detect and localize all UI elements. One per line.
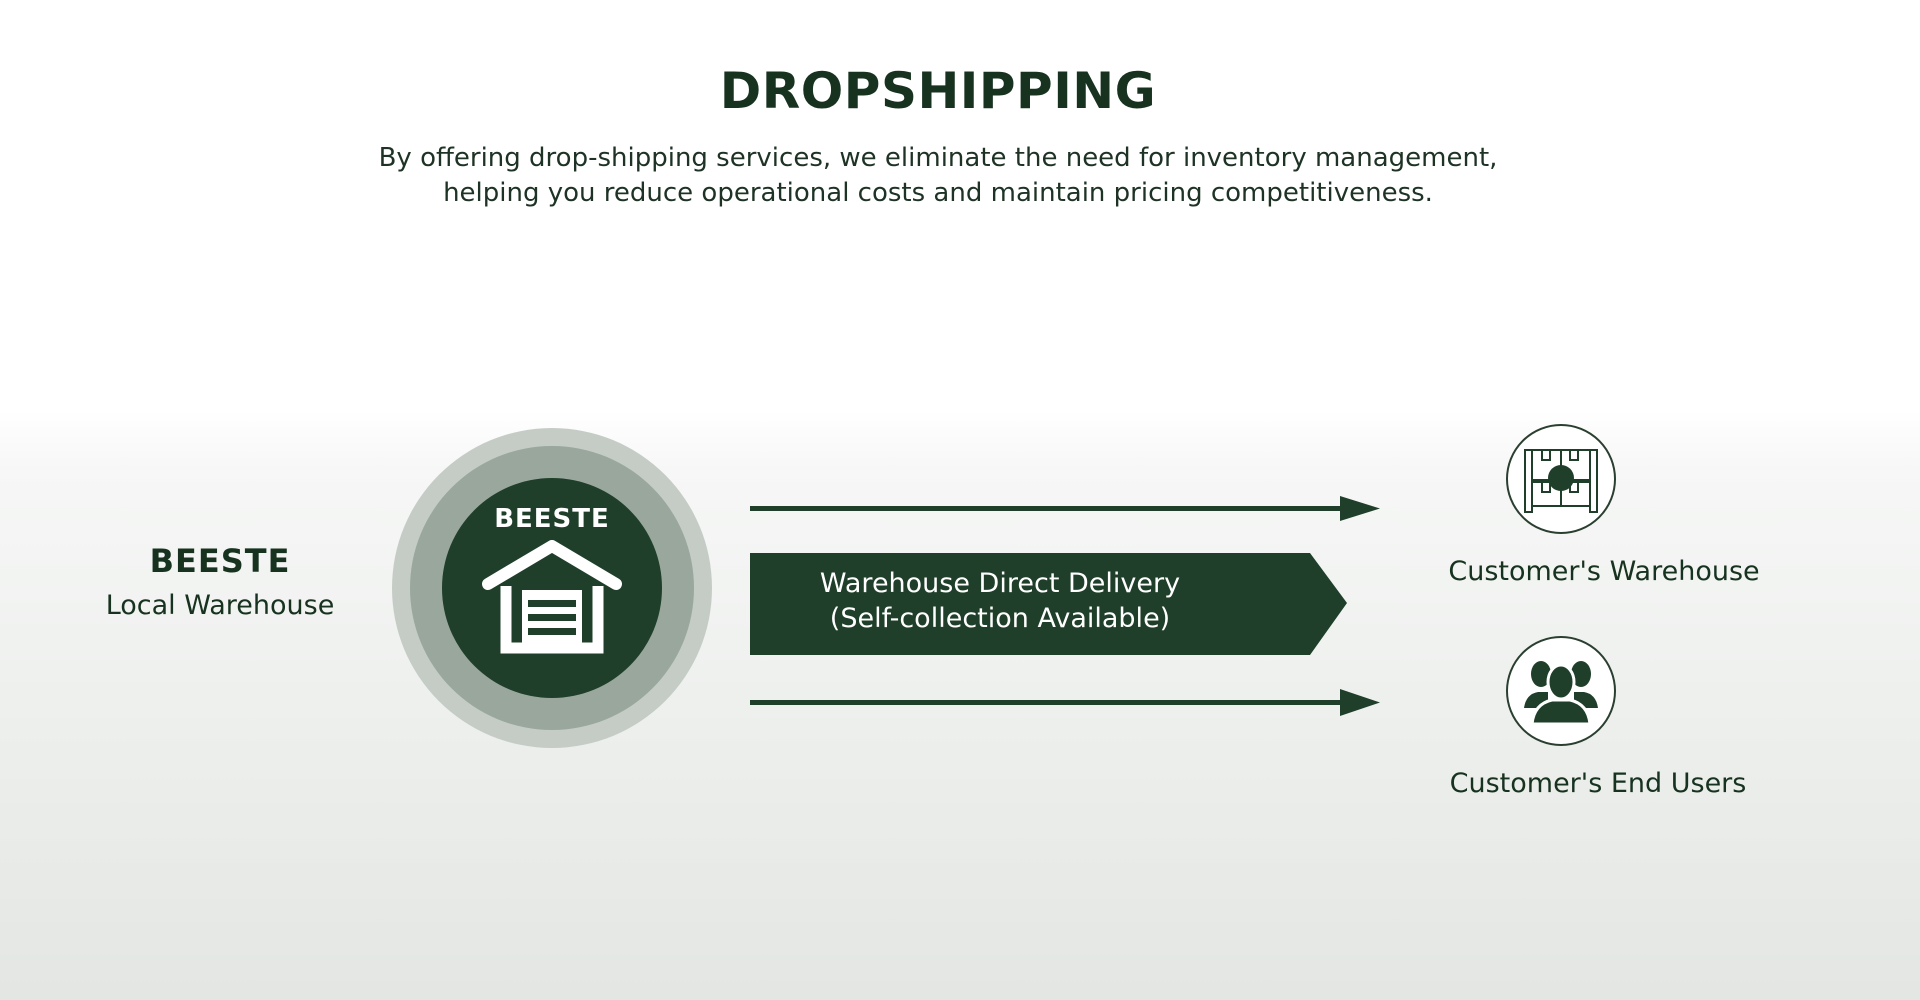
destination-label-end-users: Customer's End Users	[1449, 768, 1747, 799]
warehouse-garage-icon	[482, 540, 622, 654]
hub-core	[442, 478, 662, 698]
delivery-line-1: Warehouse Direct Delivery	[819, 568, 1181, 599]
page-title: DROPSHIPPING	[719, 62, 1157, 120]
delivery-banner-text: Warehouse Direct Delivery (Self-collecti…	[750, 566, 1250, 636]
source-label: Local Warehouse	[105, 590, 335, 621]
delivery-banner	[750, 553, 1347, 655]
delivery-line-2: (Self-collection Available)	[829, 603, 1171, 634]
destination-label-warehouse: Customer's Warehouse	[1448, 556, 1760, 587]
arrow-to-end-users	[750, 689, 1380, 716]
arrow-to-customer-warehouse	[750, 496, 1380, 521]
subtitle-line-2: helping you reduce operational costs and…	[443, 178, 1433, 208]
source-brand: BEESTE	[149, 542, 291, 580]
hub-label: BEESTE	[494, 504, 610, 534]
warehouse-shelf-icon	[1506, 424, 1616, 534]
users-group-icon	[1506, 636, 1616, 746]
subtitle-line-1: By offering drop-shipping services, we e…	[378, 143, 1498, 173]
flow-arrows	[750, 496, 1380, 716]
